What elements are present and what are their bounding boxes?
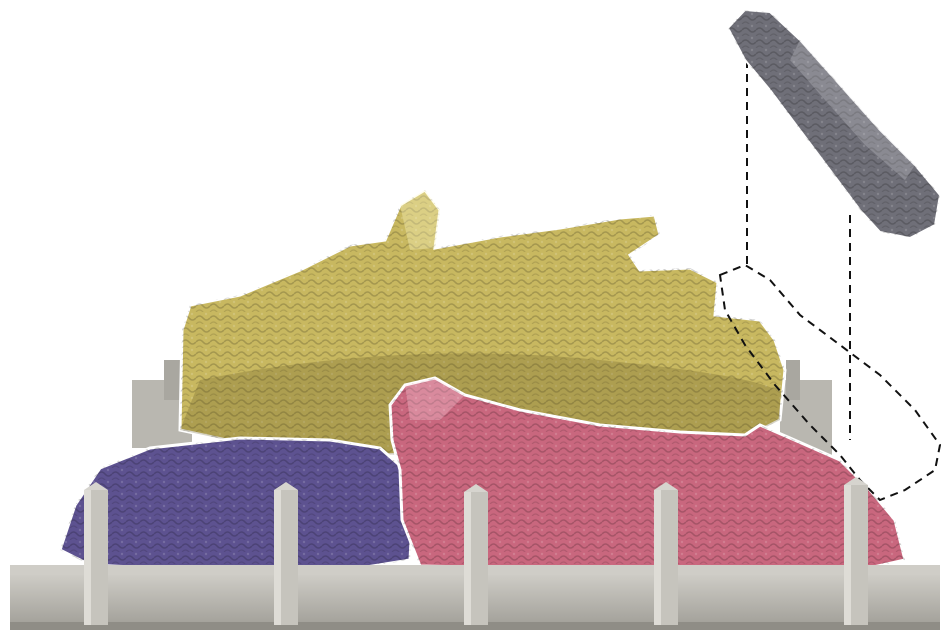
grate-post-2	[274, 482, 298, 625]
left-log	[60, 438, 412, 570]
grate-post-4	[654, 482, 678, 625]
grate-back-right-post-top	[786, 360, 800, 400]
grate-post-1	[84, 482, 108, 625]
detached-log	[728, 10, 940, 238]
detached-log-texture	[728, 10, 940, 238]
grate-post-5	[844, 477, 868, 625]
left-log-texture	[60, 438, 412, 570]
grate-post-3	[464, 484, 488, 625]
